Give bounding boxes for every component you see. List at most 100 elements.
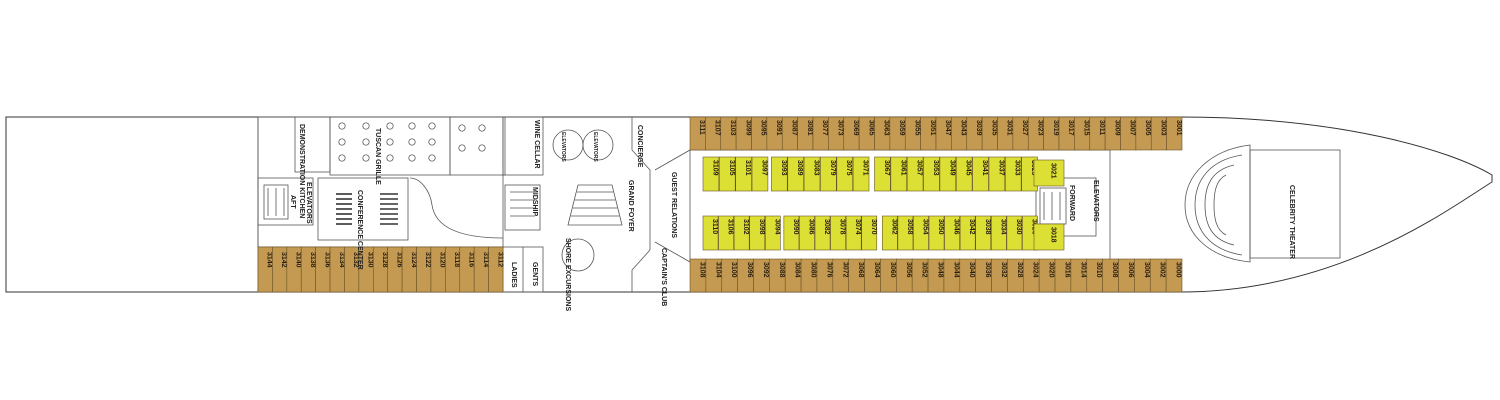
cabin-3038[interactable]: [975, 215, 992, 251]
cabin-3097[interactable]: [751, 156, 769, 192]
cabin-3093[interactable]: [771, 156, 788, 192]
cabin-number: 3001: [1175, 120, 1182, 136]
cabin-number: 3091: [775, 120, 782, 136]
cabin-3071[interactable]: [852, 156, 870, 192]
cabin-number: 3011: [1098, 120, 1105, 135]
cabin-3058[interactable]: [897, 215, 914, 251]
cabin-number: 3017: [1067, 120, 1074, 136]
table-icon: [478, 144, 486, 152]
cabin-3105[interactable]: [719, 156, 736, 192]
cabin-number: 3095: [760, 120, 767, 136]
cabin-number: 3014: [1079, 262, 1086, 278]
cabin-3045[interactable]: [955, 156, 973, 192]
cabin-number: 3008: [1111, 262, 1118, 278]
cabin-number: 3047: [944, 120, 951, 136]
cabin-number: 3075: [845, 160, 852, 176]
cabin-number: 3065: [867, 120, 874, 136]
cabin-number: 3100: [730, 262, 737, 278]
dining-pod: [449, 116, 506, 176]
cabin-3030[interactable]: [1006, 215, 1023, 251]
table-icon: [338, 122, 346, 130]
aft-elevator-lobby: [257, 177, 314, 226]
table-icon: [386, 154, 394, 162]
cabin-3109[interactable]: [702, 156, 720, 192]
cabin-3062[interactable]: [881, 215, 898, 251]
cabin-number: 3080: [810, 262, 817, 278]
cabin-3070[interactable]: [861, 215, 878, 251]
cabin-3110[interactable]: [702, 215, 719, 251]
cabin-number: 3106: [727, 219, 734, 235]
cabin-3078[interactable]: [830, 215, 846, 251]
cabin-3049[interactable]: [939, 156, 957, 192]
cabin-3050[interactable]: [928, 215, 945, 251]
cabin-3098[interactable]: [749, 215, 766, 251]
cabin-number: 3002: [1159, 262, 1166, 278]
cabin-3106[interactable]: [718, 215, 734, 251]
cabin-3046[interactable]: [944, 215, 960, 251]
cabin-number: 3105: [728, 160, 735, 176]
shore-excursions-label: SHORE EXCURSIONS: [564, 238, 571, 311]
cabin-3053[interactable]: [923, 156, 940, 192]
cabin-number: 3074: [854, 219, 861, 235]
elevators-b-label: ELEVATORS: [592, 132, 598, 162]
cabin-3033[interactable]: [1004, 156, 1022, 192]
cabin-number: 3036: [984, 262, 991, 278]
cabin-number: 3116: [467, 252, 474, 267]
cabin-number: 3134: [338, 252, 345, 268]
cabin-3021[interactable]: [1033, 159, 1065, 187]
cabin-3082[interactable]: [814, 215, 831, 251]
cabin-3089[interactable]: [787, 156, 804, 192]
midship-stair-box: [504, 184, 541, 231]
cabin-3061[interactable]: [890, 156, 907, 192]
cabin-number: 3087: [790, 120, 797, 136]
cabin-3041[interactable]: [972, 156, 989, 192]
cabin-3057[interactable]: [906, 156, 924, 192]
cabin-3090[interactable]: [783, 215, 800, 251]
shore-excursions-elevator: [561, 238, 595, 272]
cabin-3101[interactable]: [735, 156, 752, 192]
cabin-3037[interactable]: [988, 156, 1006, 192]
cabin-number: 3090: [792, 219, 799, 235]
table-icon: [408, 122, 416, 130]
cabin-3042[interactable]: [959, 215, 976, 251]
cabin-3086[interactable]: [799, 215, 815, 251]
table-icon: [386, 138, 394, 146]
cabin-number: 3097: [760, 160, 767, 176]
cabin-3054[interactable]: [913, 215, 929, 251]
cabin-3102[interactable]: [733, 215, 750, 251]
cabin-number: 3142: [280, 252, 287, 268]
table-icon: [478, 124, 486, 132]
cabin-number: 3054: [921, 219, 928, 235]
cabin-3018[interactable]: [1033, 223, 1065, 251]
cabin-3067[interactable]: [874, 156, 891, 192]
glass-elevator-b: [582, 129, 614, 161]
cabin-number: 3027: [1021, 120, 1028, 136]
cabin-number: 3099: [744, 120, 751, 136]
cabin-3034[interactable]: [990, 215, 1007, 251]
cabin-3001[interactable]: [1166, 116, 1183, 151]
cabin-number: 3094: [773, 219, 780, 235]
cabin-number: 3019: [1052, 120, 1059, 136]
cabin-number: 3024: [1032, 262, 1039, 278]
demonstration-kitchen-label: DEMONSTRATION KITCHEN: [298, 124, 305, 218]
cabin-3074[interactable]: [845, 215, 862, 251]
cabin-3000[interactable]: [1165, 258, 1183, 293]
cabin-number: 3015: [1083, 120, 1090, 136]
cabin-number: 3070: [870, 219, 877, 235]
table-icon: [386, 122, 394, 130]
cabin-number: 3029: [1030, 160, 1037, 176]
cabin-number: 3098: [758, 219, 765, 235]
cabin-number: 3077: [821, 120, 828, 136]
cabin-3083[interactable]: [803, 156, 821, 192]
cabin-number: 3062: [890, 219, 897, 235]
cabin-3075[interactable]: [836, 156, 853, 192]
cabin-3094[interactable]: [764, 215, 781, 251]
cabin-number: 3076: [825, 262, 832, 278]
cabin-number: 3000: [1175, 262, 1182, 278]
cabin-number: 3045: [965, 160, 972, 176]
cabin-3079[interactable]: [820, 156, 837, 192]
cabin-3112[interactable]: [488, 246, 504, 293]
cabin-number: 3083: [813, 160, 820, 176]
